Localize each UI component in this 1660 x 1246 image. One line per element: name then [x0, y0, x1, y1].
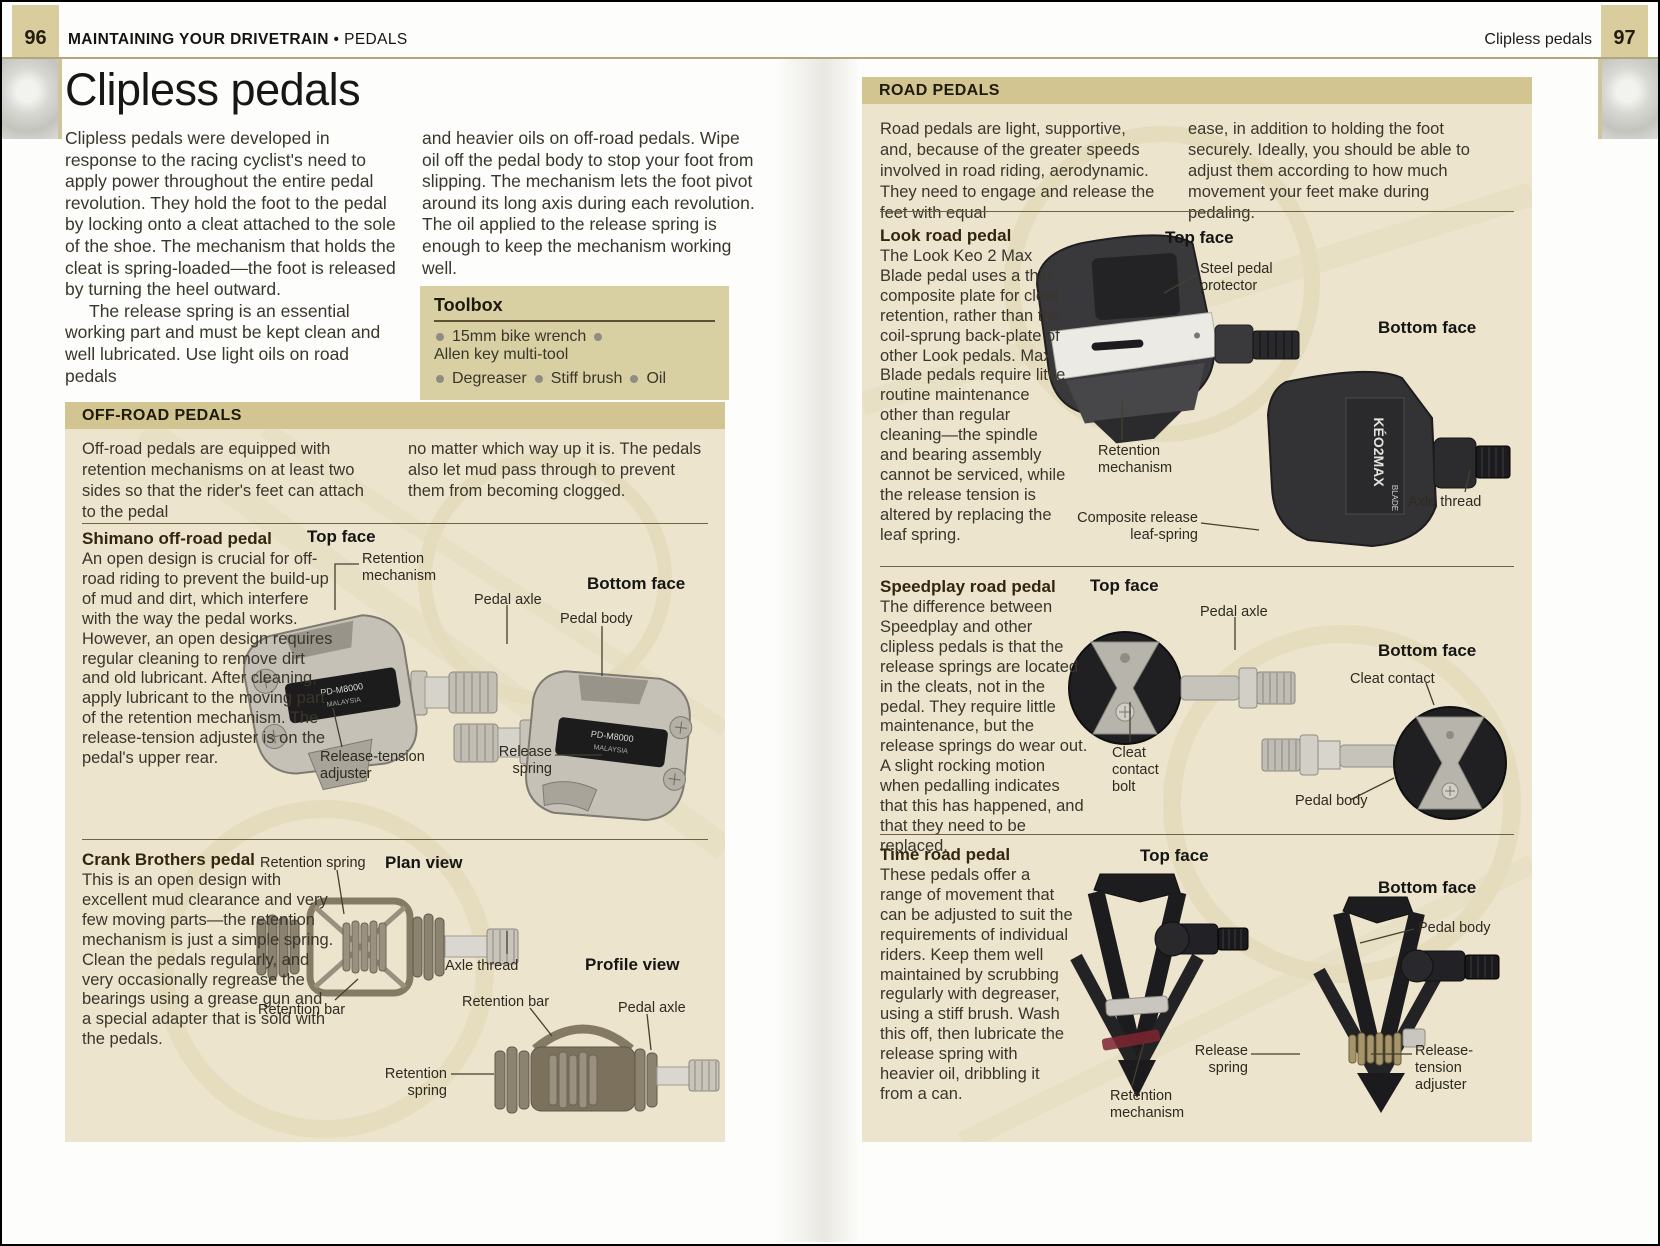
speedplay-cleat-contact-bolt-label: Cleat contact bolt	[1112, 745, 1159, 795]
time-pedal-body-label: Pedal body	[1418, 920, 1491, 936]
time-bottom-face-label: Bottom face	[1378, 878, 1477, 897]
time-retention-mechanism-label: Retention mechanism	[1110, 1088, 1185, 1121]
page-number-right: 97	[1601, 5, 1648, 57]
look-bottom-face-image: KÉO2MAX BLADE	[1266, 370, 1511, 548]
offroad-panel-header: OFF-ROAD PEDALS	[65, 402, 725, 429]
offroad-intro-col2: no matter which way up it is. The pedals…	[408, 440, 702, 500]
look-top-face-label: Top face	[1165, 228, 1234, 247]
shimano-pedal-axle-label: Pedal axle	[474, 592, 542, 608]
speedplay-pedal-body-label: Pedal body	[1295, 793, 1368, 809]
time-body: These pedals offer a range of movement t…	[880, 866, 1073, 1103]
crank-axle-thread-label: Axle thread	[445, 958, 519, 974]
intro-column-1: Clipless pedals were developed in respon…	[65, 128, 402, 387]
section-rule	[880, 566, 1514, 567]
shimano-pedal-body-label: Pedal body	[560, 611, 633, 627]
bullet-icon	[436, 374, 444, 383]
road-panel-header: ROAD PEDALS	[862, 77, 1532, 104]
toolbox-line-2: Degreaser Stiff brush Oil	[434, 370, 715, 388]
speedplay-pedal-axle-label: Pedal axle	[1200, 604, 1268, 620]
look-marking-tag-text: BLADE	[1390, 485, 1399, 511]
shimano-bottom-face-label: Bottom face	[587, 574, 686, 593]
look-body: The Look Keo 2 Max Blade pedal uses a th…	[880, 247, 1066, 544]
intro-column-2: and heavier oils on off-road pedals. Wip…	[422, 128, 755, 278]
speedplay-top-face-label: Top face	[1090, 576, 1159, 595]
speedplay-cleat-contact-label: Cleat contact	[1350, 671, 1435, 687]
toolbox-item: Allen key multi-tool	[434, 346, 569, 363]
toolbox-title: Toolbox	[434, 295, 715, 322]
crank-retention-bar-profile-label: Retention bar	[462, 994, 550, 1010]
look-heading: Look road pedal	[880, 226, 1012, 245]
running-head-left-sub: • PEDALS	[333, 31, 408, 48]
page-edge-photo-left	[2, 59, 62, 139]
crank-plan-view-label: Plan view	[385, 853, 463, 872]
intro-paragraph-1: Clipless pedals were developed in respon…	[65, 128, 396, 300]
crank-pedal-axle-label: Pedal axle	[618, 1000, 686, 1016]
running-head-right: Clipless pedals	[1484, 31, 1592, 48]
section-rule	[880, 834, 1514, 835]
road-intro-col2: ease, in addition to holding the foot se…	[1188, 120, 1470, 222]
road-intro-col1: Road pedals are light, supportive, and, …	[880, 120, 1155, 222]
section-rule	[82, 839, 708, 840]
speedplay-body: The difference between Speedplay and oth…	[880, 598, 1088, 855]
header-rule	[2, 57, 1658, 59]
crank-retention-spring-profile-label: Retention spring	[384, 1066, 447, 1099]
look-bottom-face-label: Bottom face	[1378, 318, 1477, 337]
running-head-left: MAINTAINING YOUR DRIVETRAIN • PEDALS	[68, 31, 408, 49]
crank-profile-view-label: Profile view	[585, 955, 680, 974]
section-rule	[82, 523, 708, 524]
speedplay-bottom-face-image	[1261, 706, 1507, 820]
look-marking-text: KÉO2MAX	[1371, 417, 1387, 487]
time-release-spring-label: Release spring	[1194, 1043, 1248, 1076]
crank-retention-bar-label: Retention bar	[258, 1002, 346, 1018]
look-composite-release-label: Composite release leaf-spring	[1077, 510, 1198, 543]
time-heading: Time road pedal	[880, 845, 1011, 864]
crank-profile-view-image	[494, 1024, 720, 1114]
speedplay-heading: Speedplay road pedal	[880, 577, 1056, 596]
time-release-tension-label: Release-tension adjuster	[1415, 1043, 1474, 1093]
look-retention-mechanism-label: Retention mechanism	[1098, 443, 1173, 476]
page-title: Clipless pedals	[65, 64, 361, 115]
toolbox-item: Stiff brush	[550, 370, 623, 387]
look-axle-thread-label: Axle thread	[1408, 494, 1482, 510]
page-number-left: 96	[12, 5, 59, 57]
shimano-release-spring-label: Release spring	[498, 744, 552, 777]
bullet-icon	[630, 374, 639, 383]
section-rule	[880, 211, 1514, 212]
toolbox-line-1: 15mm bike wrench Allen key multi-tool	[434, 328, 715, 364]
shimano-top-face-label: Top face	[307, 527, 376, 546]
shimano-release-tension-label: Release-tension adjuster	[320, 749, 425, 782]
toolbox-item: Oil	[646, 370, 667, 387]
bullet-icon	[534, 374, 543, 383]
intro-paragraph-2: The release spring is an essential worki…	[65, 300, 381, 386]
shimano-heading: Shimano off-road pedal	[82, 529, 272, 548]
shimano-retention-mechanism-label: Retention mechanism	[362, 551, 437, 584]
running-head-left-main: MAINTAINING YOUR DRIVETRAIN	[68, 31, 329, 48]
page-gutter-shadow	[774, 59, 860, 1242]
bullet-icon	[594, 332, 603, 341]
shimano-marking2-text: MALAYSIA	[593, 744, 628, 755]
crank-heading: Crank Brothers pedal	[82, 850, 255, 869]
toolbox-item: Degreaser	[452, 370, 527, 387]
toolbox-item: 15mm bike wrench	[452, 328, 587, 345]
bullet-icon	[436, 332, 444, 341]
offroad-intro-col1: Off-road pedals are equipped with retent…	[82, 440, 364, 521]
crank-retention-spring-label: Retention spring	[260, 855, 366, 871]
shimano-body: An open design is crucial for off-road r…	[82, 550, 333, 768]
crank-body: This is an open design with excellent mu…	[82, 871, 334, 1049]
speedplay-bottom-face-label: Bottom face	[1378, 641, 1477, 660]
time-top-face-label: Top face	[1140, 846, 1209, 865]
page-edge-photo-right	[1598, 59, 1658, 139]
look-steel-protector-label: Steel pedal protector	[1200, 261, 1273, 294]
toolbox-panel: Toolbox 15mm bike wrench Allen key multi…	[420, 286, 729, 400]
